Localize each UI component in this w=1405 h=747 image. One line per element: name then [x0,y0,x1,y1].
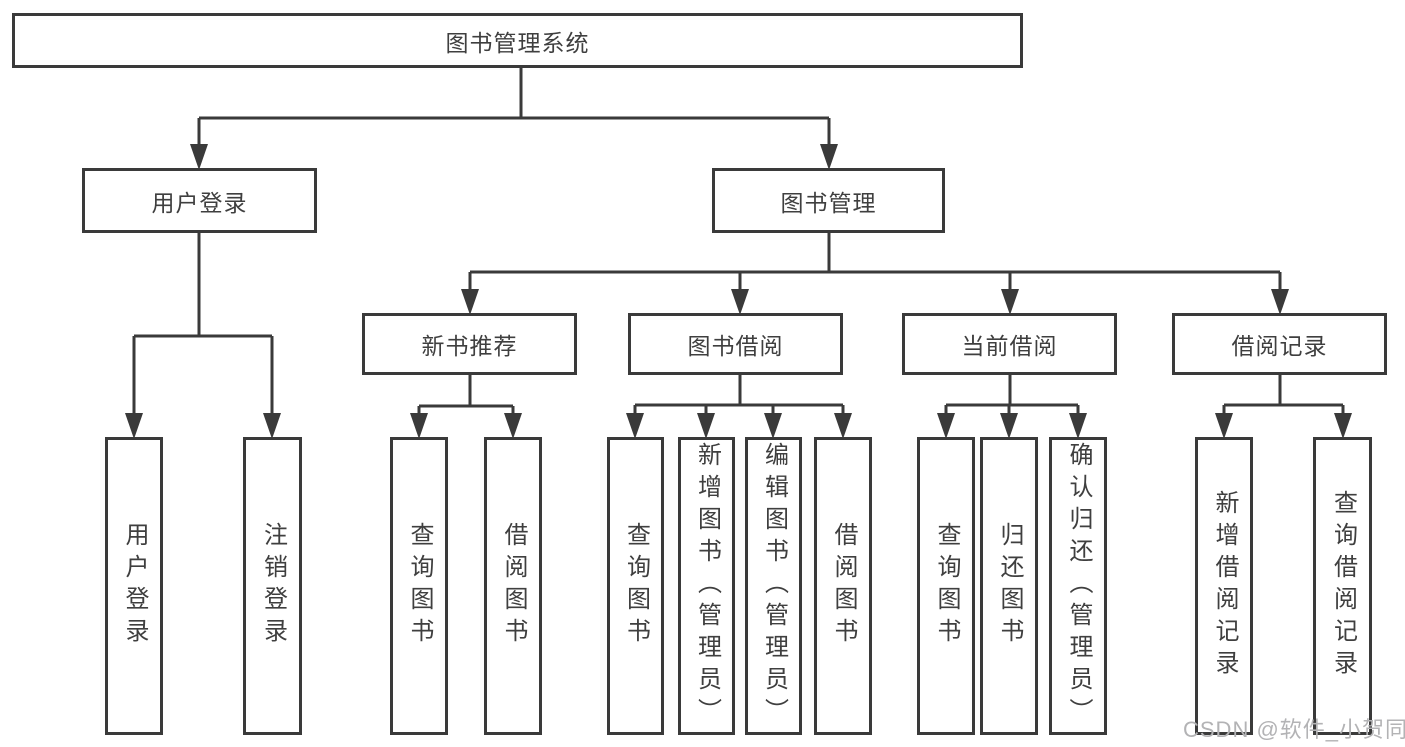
leaf-current-return: 归还图书 [980,437,1038,735]
leaf-current-query-label: 查询图书 [933,522,960,650]
leaf-borrow-borrow: 借阅图书 [814,437,872,735]
arrowheads [125,144,1352,439]
node-current-borrow: 当前借阅 [902,313,1117,375]
node-book-management: 图书管理 [712,168,945,233]
node-book-management-label: 图书管理 [780,189,877,216]
leaf-records-query: 查询借阅记录 [1313,437,1372,735]
leaf-borrow-query: 查询图书 [607,437,664,735]
leaf-borrow-edit-label: 编辑图书（管理员） [760,442,788,730]
leaf-borrow-query-label: 查询图书 [622,522,650,650]
node-root-label: 图书管理系统 [445,29,590,56]
node-book-borrow-label: 图书借阅 [687,333,784,359]
node-root: 图书管理系统 [12,13,1023,68]
leaf-borrow-edit: 编辑图书（管理员） [745,437,802,735]
leaf-records-add-label: 新增借阅记录 [1211,490,1238,682]
leaf-records-add: 新增借阅记录 [1195,437,1253,735]
watermark-text: CSDN @软件_小贺同学 [1183,717,1405,742]
node-book-borrow: 图书借阅 [628,313,843,375]
leaf-logout: 注销登录 [243,437,302,735]
node-current-borrow-label: 当前借阅 [961,333,1058,359]
leaf-borrow-add-label: 新增图书（管理员） [693,442,721,730]
leaf-newbook-query-label: 查询图书 [406,522,433,650]
leaf-newbook-borrow: 借阅图书 [484,437,542,735]
leaf-newbook-borrow-label: 借阅图书 [500,522,527,650]
leaf-newbook-query: 查询图书 [390,437,448,735]
leaf-current-confirm: 确认归还（管理员） [1049,437,1107,735]
node-new-book-recommend: 新书推荐 [362,313,577,375]
node-borrow-records-label: 借阅记录 [1231,333,1328,359]
leaf-current-query: 查询图书 [917,437,975,735]
leaf-logout-label: 注销登录 [259,522,287,650]
leaf-records-query-label: 查询借阅记录 [1329,490,1357,682]
node-user-login-label: 用户登录 [151,189,248,216]
node-borrow-records: 借阅记录 [1172,313,1387,375]
leaf-user-login: 用户登录 [105,437,163,735]
node-new-book-recommend-label: 新书推荐 [421,333,518,359]
leaf-borrow-borrow-label: 借阅图书 [830,522,857,650]
leaf-current-confirm-label: 确认归还（管理员） [1065,442,1092,730]
node-user-login: 用户登录 [82,168,317,233]
leaf-current-return-label: 归还图书 [996,522,1023,650]
leaf-user-login-label: 用户登录 [121,522,148,650]
leaf-borrow-add: 新增图书（管理员） [678,437,735,735]
